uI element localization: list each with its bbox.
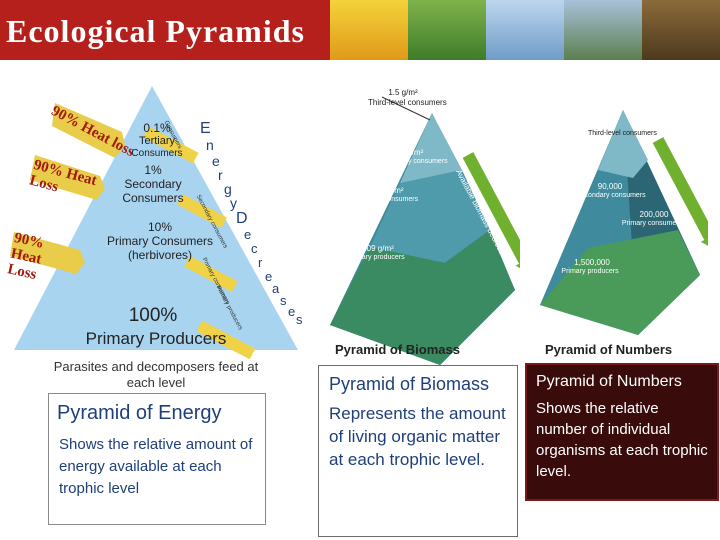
- energy-box-title: Pyramid of Energy: [57, 402, 222, 424]
- numbers-description-box: Pyramid of Numbers Shows the relative nu…: [525, 363, 719, 501]
- biomass-level-producers: [330, 230, 515, 365]
- parasites-note: Parasites and decomposers feed at each l…: [53, 359, 259, 390]
- heat-arrow-3: [10, 232, 85, 274]
- numbers-level-third: [598, 110, 648, 178]
- energy-letter: e: [288, 304, 296, 319]
- numbers-value-primary: 200,000: [639, 210, 669, 219]
- side-strip-tertiary: [143, 126, 199, 164]
- level-primary-sub: (herbivores): [127, 248, 193, 262]
- level-tertiary-name: Tertiary: [138, 135, 176, 147]
- biomass-pyramid-figure: [330, 96, 520, 365]
- energy-letter: c: [251, 241, 258, 256]
- page-title: Ecological Pyramids: [6, 13, 305, 49]
- biomass-caption: Pyramid of Biomass: [335, 342, 460, 357]
- side-strip-secondary: [177, 193, 227, 229]
- energy-letter: a: [272, 281, 280, 296]
- level-secondary-name: Secondary: [124, 177, 182, 191]
- numbers-level-producers: [540, 230, 700, 335]
- level-tertiary-sub: Consumers: [131, 148, 183, 159]
- heat-arrow-2: [30, 155, 105, 200]
- energy-letter: s: [296, 312, 303, 327]
- numbers-label-secondary: Secondary consumers: [576, 192, 646, 199]
- biomass-box-body: Represents the amount of living organic …: [329, 404, 506, 469]
- biomass-description-box: Pyramid of Biomass Represents the amount…: [318, 365, 518, 537]
- biomass-label-producers: Primary producers: [347, 254, 405, 261]
- side-strip-producers: [196, 320, 256, 360]
- numbers-value-secondary: 90,000: [597, 182, 623, 191]
- numbers-label-primary: Primary consumers: [621, 220, 683, 227]
- photo-lake: [564, 0, 642, 60]
- biomass-leader-line: [381, 96, 431, 121]
- photo-sky: [486, 0, 564, 60]
- level-secondary-percent: 1%: [144, 163, 162, 177]
- biomass-value-third: 1.5 g/m²: [388, 88, 418, 97]
- numbers-value-producers: 1,500,000: [574, 258, 610, 267]
- energy-letter: e: [265, 269, 273, 284]
- energy-pyramid-graphic: [10, 86, 298, 360]
- heat-arrow-1: [52, 103, 125, 158]
- photo-tree: [642, 0, 720, 60]
- numbers-box-title: Pyramid of Numbers: [536, 373, 682, 390]
- energy-letter: E: [200, 120, 211, 137]
- energy-letter: r: [218, 167, 223, 183]
- header-photo-strip: [330, 0, 720, 60]
- biomass-value-secondary: 11 g/m²: [396, 148, 424, 157]
- level-primary-name: Primary Consumers: [106, 234, 214, 248]
- level-producers-percent: 100%: [128, 305, 178, 326]
- energy-description-box: Pyramid of Energy Shows the relative amo…: [48, 393, 266, 525]
- biomass-label-third: Third-level consumers: [368, 98, 447, 107]
- photo-sunflowers: [330, 0, 408, 60]
- level-primary-percent: 10%: [147, 220, 173, 234]
- energy-letter: e: [244, 227, 252, 242]
- biomass-value-primary: 37 g/m²: [376, 186, 404, 195]
- numbers-label-producers: Primary producers: [561, 268, 619, 275]
- level-producers-name: Primary Producers: [85, 329, 227, 348]
- biomass-arrow: [462, 152, 520, 275]
- title-bar: Ecological Pyramids: [0, 0, 330, 60]
- biomass-box-title: Pyramid of Biomass: [329, 374, 490, 394]
- biomass-level-third: [400, 113, 462, 193]
- biomass-label-secondary: Secondary consumers: [378, 158, 448, 165]
- side-strip-primary: [184, 256, 238, 292]
- numbers-arrow: [652, 137, 708, 251]
- biomass-value-producers: 809 g/m²: [362, 244, 394, 253]
- energy-letter: D: [236, 210, 248, 227]
- numbers-pyramid-figure: [540, 110, 708, 335]
- biomass-label-primary: Primary consumers: [357, 196, 419, 203]
- numbers-box-body: Shows the relative number of individual …: [536, 400, 708, 480]
- energy-box-body: Shows the relative amount of energy avai…: [59, 436, 253, 497]
- numbers-label-third: Third-level consumers: [588, 130, 657, 137]
- biomass-level-secondary: [370, 170, 490, 263]
- photo-leaves: [408, 0, 486, 60]
- level-secondary-sub: Consumers: [122, 191, 184, 205]
- energy-letter: y: [230, 195, 237, 211]
- level-tertiary-percent: 0.1%: [143, 121, 171, 135]
- energy-letter: r: [258, 255, 263, 270]
- energy-letter: g: [224, 181, 232, 197]
- numbers-caption: Pyramid of Numbers: [545, 342, 673, 357]
- energy-decreases-label: E n e r g y D e c r e a s e s: [200, 120, 320, 327]
- energy-letter: e: [212, 153, 220, 169]
- energy-letter: s: [280, 293, 287, 308]
- energy-letter: n: [206, 137, 214, 153]
